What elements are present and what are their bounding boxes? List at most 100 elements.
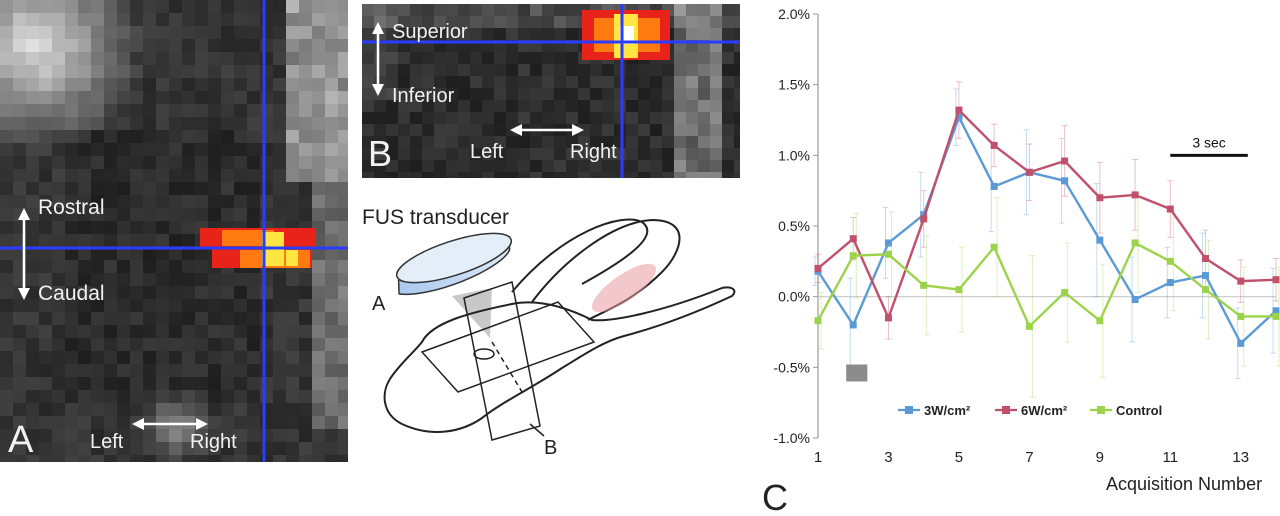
mri-voxel [566, 28, 578, 40]
mri-voxel [0, 403, 13, 416]
mri-voxel [662, 172, 674, 178]
mri-voxel [734, 40, 740, 52]
mri-voxel [273, 91, 286, 104]
mri-voxel [299, 0, 312, 13]
mri-voxel [13, 117, 26, 130]
mri-voxel [104, 325, 117, 338]
superior-label: Superior [392, 21, 468, 43]
mri-voxel [590, 100, 602, 112]
mri-voxel [156, 351, 169, 364]
mri-voxel [386, 112, 398, 124]
mri-voxel [104, 104, 117, 117]
mri-voxel [398, 148, 410, 160]
mri-voxel [554, 172, 566, 178]
mri-voxel [482, 76, 494, 88]
mri-voxel [338, 169, 348, 182]
mri-voxel [130, 286, 143, 299]
mri-voxel [247, 273, 260, 286]
mri-voxel [470, 28, 482, 40]
mri-voxel [260, 104, 273, 117]
data-point [1061, 177, 1069, 185]
mri-voxel [530, 64, 542, 76]
rostral-caudal-arrow [18, 208, 30, 300]
mri-voxel [169, 221, 182, 234]
mri-voxel [26, 351, 39, 364]
mri-voxel [506, 100, 518, 112]
mri-voxel [221, 156, 234, 169]
mri-voxel [260, 312, 273, 325]
mri-voxel [143, 390, 156, 403]
mri-voxel [410, 148, 422, 160]
mri-voxel [104, 156, 117, 169]
panel-letter-a: A [8, 419, 34, 461]
mri-voxel [91, 104, 104, 117]
mri-voxel [362, 124, 374, 136]
mri-voxel [554, 16, 566, 28]
mri-voxel [722, 112, 734, 124]
mri-voxel [312, 91, 325, 104]
mri-voxel [374, 52, 386, 64]
mri-voxel [156, 429, 169, 442]
mri-voxel [698, 4, 710, 16]
rabbit-ear-front [511, 218, 649, 293]
mri-voxel [710, 100, 722, 112]
mri-voxel [494, 136, 506, 148]
mri-voxel [638, 76, 650, 88]
mri-voxel [338, 312, 348, 325]
mri-voxel [26, 325, 39, 338]
mri-voxel [0, 377, 13, 390]
mri-voxel [143, 117, 156, 130]
mri-voxel [578, 76, 590, 88]
mri-voxel [52, 143, 65, 156]
mri-voxel [117, 169, 130, 182]
mri-voxel [247, 325, 260, 338]
data-point [1237, 277, 1245, 285]
mri-voxel [686, 112, 698, 124]
mri-voxel [78, 221, 91, 234]
schematic-drawing: FUS transducer A B [362, 206, 736, 459]
mri-voxel [117, 260, 130, 273]
data-point [1272, 312, 1280, 320]
mri-voxel [208, 351, 221, 364]
mri-voxel [273, 286, 286, 299]
mri-voxel [638, 100, 650, 112]
mri-voxel [65, 65, 78, 78]
mri-voxel [398, 16, 410, 28]
mri-voxel [299, 429, 312, 442]
mri-voxel [0, 143, 13, 156]
mri-voxel [374, 100, 386, 112]
mri-voxel [234, 39, 247, 52]
mri-voxel [78, 377, 91, 390]
mri-voxel [182, 26, 195, 39]
mri-voxel [338, 195, 348, 208]
mri-voxel [710, 124, 722, 136]
mri-voxel [542, 16, 554, 28]
mri-voxel [208, 338, 221, 351]
mri-voxel [247, 364, 260, 377]
mri-voxel [286, 338, 299, 351]
mri-voxel [208, 156, 221, 169]
mri-voxel [13, 442, 26, 455]
mri-voxel [554, 136, 566, 148]
mri-voxel [638, 136, 650, 148]
mri-voxel [39, 364, 52, 377]
mri-voxel [169, 247, 182, 260]
mri-voxel [446, 112, 458, 124]
mri-voxel [422, 28, 434, 40]
mri-voxel [117, 182, 130, 195]
mri-voxel [650, 136, 662, 148]
mri-voxel [234, 117, 247, 130]
mri-voxel [143, 26, 156, 39]
mri-voxel [117, 26, 130, 39]
mri-voxel [325, 390, 338, 403]
mri-voxel [78, 364, 91, 377]
mri-voxel [698, 52, 710, 64]
mri-voxel [169, 0, 182, 13]
mri-voxel [434, 52, 446, 64]
mri-voxel [325, 416, 338, 429]
mri-voxel [518, 100, 530, 112]
mri-voxel [247, 351, 260, 364]
mri-voxel [221, 143, 234, 156]
mri-voxel [374, 160, 386, 172]
mri-voxel [208, 299, 221, 312]
